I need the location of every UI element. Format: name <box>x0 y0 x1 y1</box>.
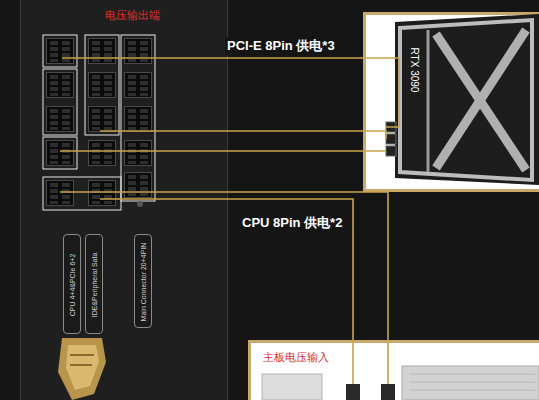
power-cable <box>60 58 399 151</box>
cable-line <box>60 150 386 152</box>
power-cable <box>60 192 388 384</box>
vertical-label: Main Connector 20+4PIN <box>140 243 148 322</box>
node-title: 主板电压输入 <box>263 351 329 363</box>
edge-label: CPU 8Pin 供电*2 <box>240 214 344 232</box>
cable-line <box>100 131 386 139</box>
vertical-label: IDE&Peripheral Sata <box>91 253 99 318</box>
edge-label: PCI-E 8Pin 供电*3 <box>225 37 337 55</box>
cable-line <box>62 58 399 127</box>
connector-slot: Main Connector 20+4PIN <box>134 234 152 328</box>
connector-slot: IDE&Peripheral Sata <box>85 234 103 334</box>
node-title: 电压输出端 <box>105 9 160 21</box>
cable-line <box>60 192 388 384</box>
vertical-label: RTX 3090 <box>409 48 420 93</box>
vertical-label: CPU 4+4&PCIe 6+2 <box>69 254 77 317</box>
cable-line <box>100 199 353 384</box>
connector-slot: CPU 4+4&PCIe 6+2 <box>63 234 81 334</box>
